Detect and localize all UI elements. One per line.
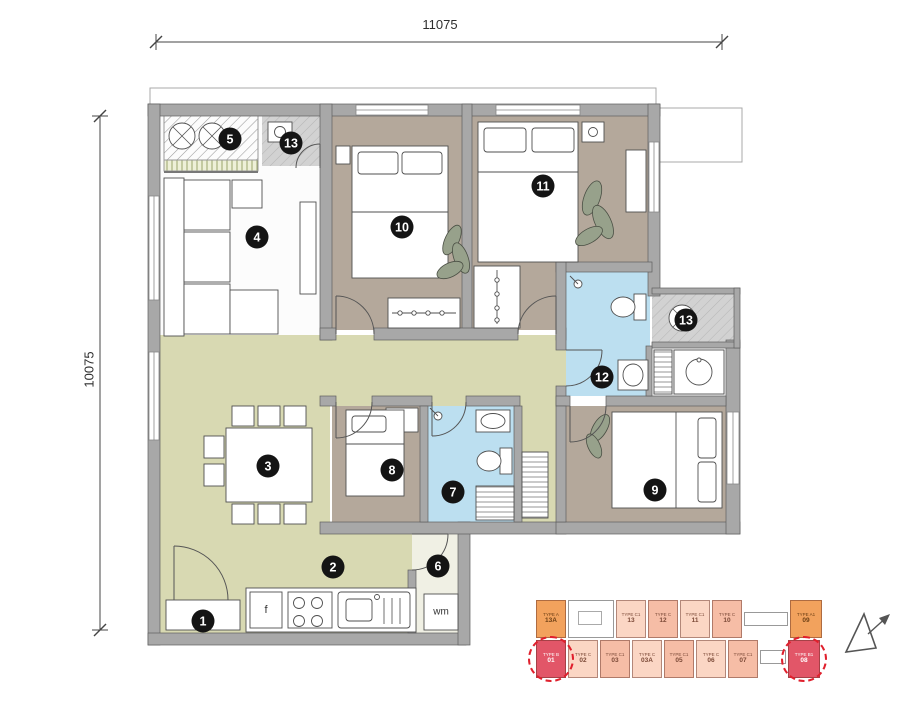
tv-console (299, 201, 317, 295)
sofa (163, 177, 279, 337)
room-marker-5: 5 (218, 127, 242, 151)
room-marker-9: 9 (643, 478, 667, 502)
keyplan-unit-06: TYPE C 06 (696, 640, 726, 678)
room-marker-13-top: 13 (279, 131, 303, 155)
room-marker-8: 8 (380, 458, 404, 482)
keyplan-unit-13a: TYPE A 13A (536, 600, 566, 638)
keyplan-unit-10: TYPE C 10 (712, 600, 742, 638)
keyplan-core (568, 600, 614, 638)
keyplan-core-lift-lobby (577, 611, 602, 626)
keyplan-unit-07: TYPE C1 07 (728, 640, 758, 678)
dimension-height-label: 10075 (81, 351, 97, 388)
balcony-ac-units (163, 113, 259, 173)
bathroom-7-fixtures (429, 407, 515, 521)
room-marker-6: 6 (426, 554, 450, 578)
linen-cabinet (521, 451, 549, 519)
keyplan-unit-03a: TYPE C 03A (632, 640, 662, 678)
room-marker-4: 4 (245, 225, 269, 249)
room-marker-13-right: 13 (674, 308, 698, 332)
fridge-label: f (264, 604, 268, 616)
keyplan-unit-09: TYPE A1 09 (790, 600, 822, 638)
keyplan-highlight-unit-08 (781, 636, 827, 682)
bed-bedroom-9 (585, 411, 723, 509)
north-arrow-icon (844, 611, 890, 653)
room-marker-11: 11 (531, 174, 555, 198)
keyplan-unit-11: TYPE C1 11 (680, 600, 710, 638)
dimension-lines (92, 34, 729, 637)
room-marker-1: 1 (191, 609, 215, 633)
room-marker-3: 3 (256, 454, 280, 478)
room-marker-10: 10 (390, 215, 414, 239)
washing-machine-label: wm (433, 606, 449, 618)
room-marker-12: 12 (590, 365, 614, 389)
keyplan-bridge-top (744, 612, 788, 626)
bed-master-bedroom-11 (473, 121, 647, 329)
keyplan-unit-13: TYPE C1 13 (616, 600, 646, 638)
vanity-counter (653, 349, 725, 395)
master-bath-12-fixtures (569, 275, 649, 391)
kitchen-counter (245, 587, 417, 633)
keyplan-unit-03: TYPE C1 03 (600, 640, 630, 678)
windows (148, 104, 740, 485)
room-marker-2: 2 (321, 555, 345, 579)
exterior-ledges (149, 87, 743, 163)
keyplan-unit-12: TYPE C 12 (648, 600, 678, 638)
room-marker-7: 7 (441, 480, 465, 504)
keyplan-unit-05: TYPE C1 05 (664, 640, 694, 678)
bed-bedroom-10 (335, 145, 470, 329)
key-plan: TYPE A 13A TYPE C1 13 TYPE C 12 TYPE C1 … (528, 594, 846, 700)
washing-machine (423, 593, 459, 631)
dimension-width-label: 11075 (422, 17, 458, 32)
keyplan-highlight-unit-01 (528, 636, 574, 682)
